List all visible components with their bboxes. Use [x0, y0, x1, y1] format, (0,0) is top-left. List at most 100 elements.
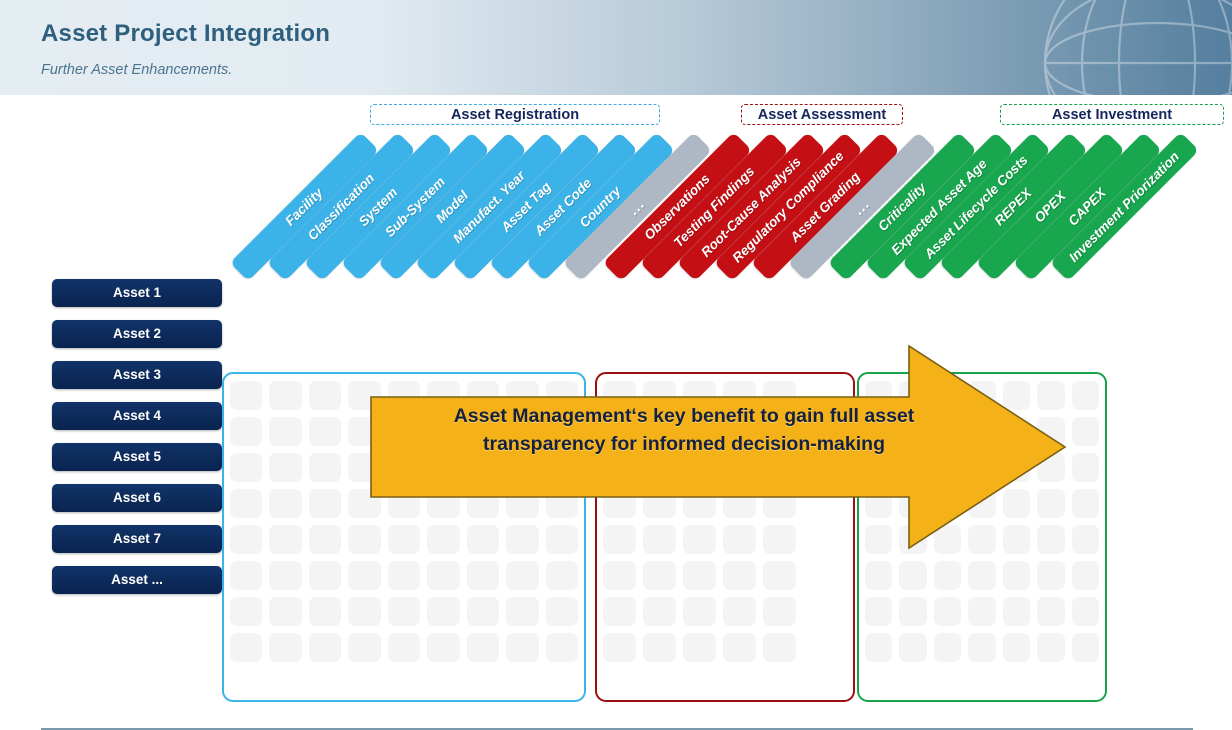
asset-row-button[interactable]: Asset 3 — [52, 361, 222, 389]
grid-cell[interactable] — [723, 633, 756, 662]
grid-cell[interactable] — [968, 561, 996, 590]
grid-cell[interactable] — [763, 561, 796, 590]
grid-cell[interactable] — [308, 597, 342, 626]
grid-cell[interactable] — [1071, 489, 1099, 518]
grid-cell[interactable] — [643, 597, 676, 626]
grid-cell[interactable] — [643, 525, 676, 554]
grid-cell[interactable] — [308, 525, 342, 554]
grid-cell[interactable] — [683, 561, 716, 590]
grid-cell[interactable] — [308, 381, 342, 410]
grid-cell[interactable] — [723, 561, 756, 590]
grid-cell[interactable] — [899, 597, 927, 626]
grid-cell[interactable] — [968, 597, 996, 626]
grid-cell[interactable] — [427, 597, 460, 626]
grid-cell[interactable] — [387, 597, 421, 626]
grid-cell[interactable] — [1071, 561, 1099, 590]
grid-cell[interactable] — [230, 489, 263, 518]
grid-cell[interactable] — [545, 633, 578, 662]
grid-cell[interactable] — [683, 597, 716, 626]
grid-cell[interactable] — [230, 525, 263, 554]
grid-cell[interactable] — [1071, 417, 1099, 446]
grid-cell[interactable] — [506, 561, 539, 590]
asset-row-button[interactable]: Asset 7 — [52, 525, 222, 553]
grid-cell[interactable] — [427, 525, 460, 554]
grid-cell[interactable] — [308, 633, 342, 662]
asset-row-button[interactable]: Asset 4 — [52, 402, 222, 430]
grid-cell[interactable] — [603, 525, 636, 554]
grid-cell[interactable] — [865, 633, 893, 662]
grid-cell[interactable] — [643, 633, 676, 662]
grid-cell[interactable] — [603, 561, 636, 590]
grid-cell[interactable] — [1002, 381, 1031, 410]
grid-cell[interactable] — [269, 417, 302, 446]
asset-row-button[interactable]: Asset ... — [52, 566, 222, 594]
grid-cell[interactable] — [466, 633, 500, 662]
grid-cell[interactable] — [308, 417, 342, 446]
key-benefit-arrow-banner[interactable]: Asset Management‘s key benefit to gain f… — [369, 340, 1069, 555]
grid-cell[interactable] — [545, 561, 578, 590]
grid-cell[interactable] — [683, 525, 716, 554]
grid-cell[interactable] — [763, 525, 796, 554]
grid-cell[interactable] — [466, 525, 500, 554]
grid-cell[interactable] — [348, 525, 381, 554]
grid-cell[interactable] — [269, 561, 302, 590]
grid-cell[interactable] — [865, 597, 893, 626]
grid-cell[interactable] — [506, 525, 539, 554]
grid-cell[interactable] — [603, 633, 636, 662]
asset-row-button[interactable]: Asset 5 — [52, 443, 222, 471]
grid-cell[interactable] — [1002, 561, 1031, 590]
grid-cell[interactable] — [1002, 597, 1031, 626]
grid-cell[interactable] — [723, 597, 756, 626]
grid-cell[interactable] — [506, 633, 539, 662]
grid-cell[interactable] — [1071, 597, 1099, 626]
section-pill-asset-registration[interactable]: Asset Registration — [370, 104, 660, 125]
asset-row-button[interactable]: Asset 6 — [52, 484, 222, 512]
grid-cell[interactable] — [933, 561, 962, 590]
grid-cell[interactable] — [230, 453, 263, 482]
grid-cell[interactable] — [230, 633, 263, 662]
grid-cell[interactable] — [1037, 381, 1065, 410]
grid-cell[interactable] — [387, 525, 421, 554]
grid-cell[interactable] — [269, 525, 302, 554]
grid-cell[interactable] — [1071, 381, 1099, 410]
grid-cell[interactable] — [269, 453, 302, 482]
grid-cell[interactable] — [308, 561, 342, 590]
grid-cell[interactable] — [899, 561, 927, 590]
grid-cell[interactable] — [933, 597, 962, 626]
grid-cell[interactable] — [269, 597, 302, 626]
grid-cell[interactable] — [230, 561, 263, 590]
grid-cell[interactable] — [466, 597, 500, 626]
asset-row-button[interactable]: Asset 1 — [52, 279, 222, 307]
section-pill-asset-assessment[interactable]: Asset Assessment — [741, 104, 903, 125]
grid-cell[interactable] — [348, 597, 381, 626]
grid-cell[interactable] — [506, 597, 539, 626]
grid-cell[interactable] — [427, 561, 460, 590]
grid-cell[interactable] — [603, 597, 636, 626]
grid-cell[interactable] — [1037, 525, 1065, 554]
grid-cell[interactable] — [269, 381, 302, 410]
grid-cell[interactable] — [865, 561, 893, 590]
grid-cell[interactable] — [545, 597, 578, 626]
grid-cell[interactable] — [1037, 633, 1065, 662]
grid-cell[interactable] — [230, 597, 263, 626]
grid-cell[interactable] — [269, 489, 302, 518]
grid-cell[interactable] — [466, 561, 500, 590]
grid-cell[interactable] — [683, 633, 716, 662]
grid-cell[interactable] — [899, 633, 927, 662]
grid-cell[interactable] — [427, 633, 460, 662]
grid-cell[interactable] — [1037, 597, 1065, 626]
grid-cell[interactable] — [269, 633, 302, 662]
grid-cell[interactable] — [1002, 525, 1031, 554]
grid-cell[interactable] — [545, 525, 578, 554]
grid-cell[interactable] — [1037, 489, 1065, 518]
grid-cell[interactable] — [763, 597, 796, 626]
grid-cell[interactable] — [1002, 633, 1031, 662]
grid-cell[interactable] — [1071, 525, 1099, 554]
section-pill-asset-investment[interactable]: Asset Investment — [1000, 104, 1224, 125]
grid-cell[interactable] — [308, 453, 342, 482]
grid-cell[interactable] — [968, 525, 996, 554]
grid-cell[interactable] — [865, 525, 893, 554]
grid-cell[interactable] — [348, 633, 381, 662]
grid-cell[interactable] — [1071, 453, 1099, 482]
asset-row-button[interactable]: Asset 2 — [52, 320, 222, 348]
